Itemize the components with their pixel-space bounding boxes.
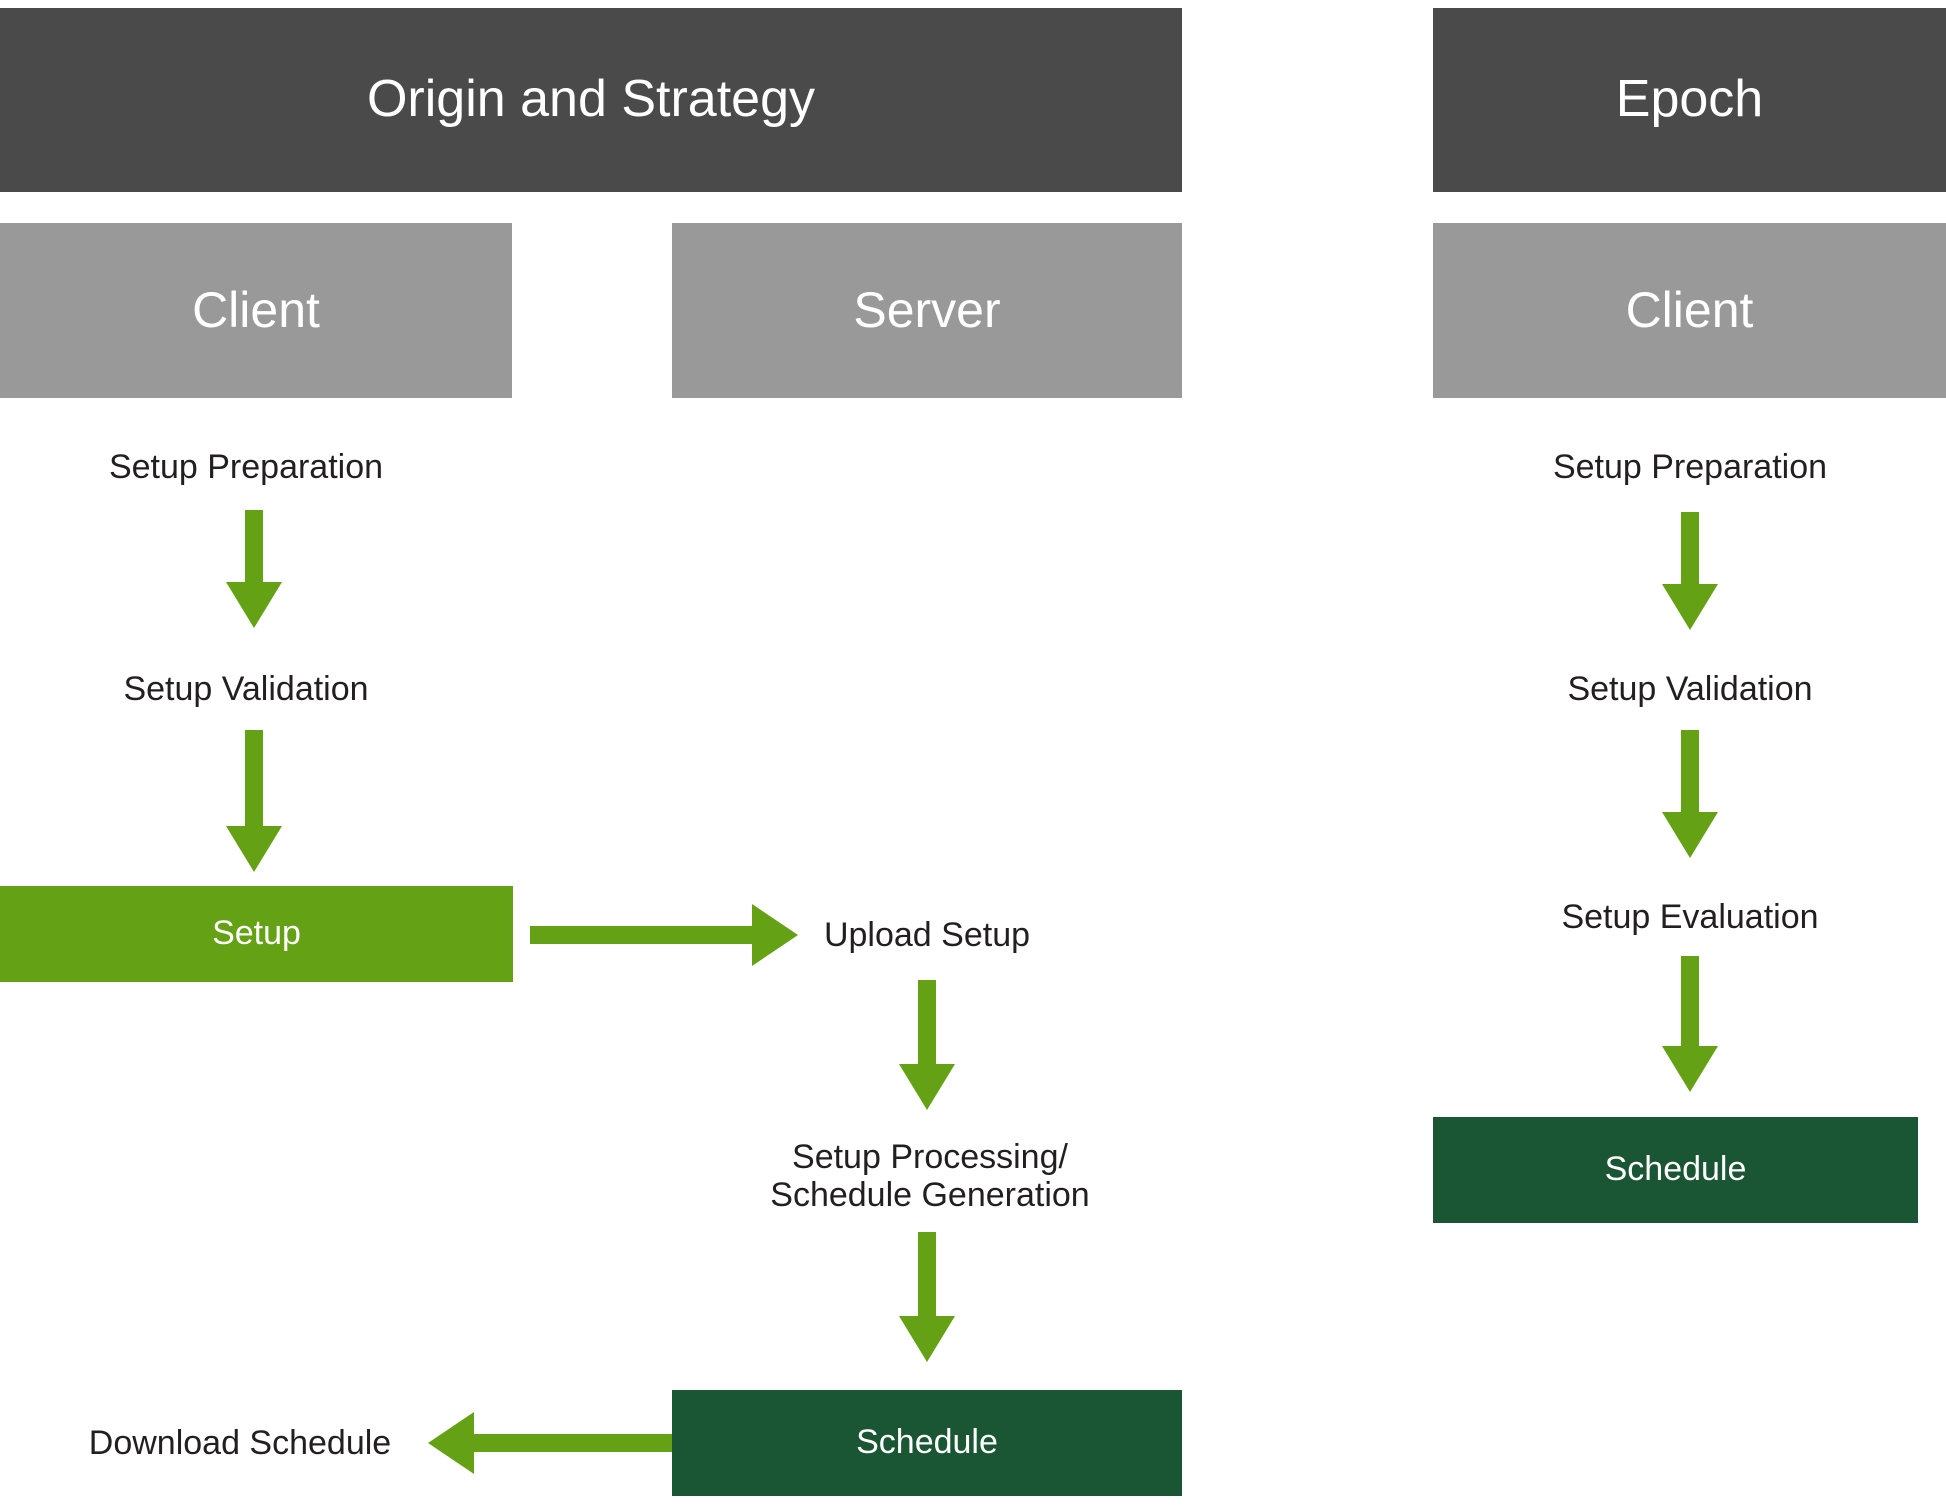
lane-header-server-label: Server [853,282,1001,338]
lane-header-client-left-label: Client [192,282,320,338]
arrow-schedule-to-download [428,1412,672,1474]
lane-header-server: Server [672,223,1182,398]
node-schedule-server-label: Schedule [856,1423,998,1462]
arrow-right-validation-to-evaluation [1662,730,1718,858]
step-upload-setup: Upload Setup [712,912,1142,958]
node-setup[interactable]: Setup [0,886,513,982]
step-setup-validation-left: Setup Validation [36,666,456,712]
panel-header-epoch-label: Epoch [1615,70,1764,129]
arrow-right-prep-to-validation [1662,512,1718,630]
panel-header-origin-and-strategy-label: Origin and Strategy [366,70,816,129]
step-setup-evaluation-label: Setup Evaluation [1561,897,1819,936]
lane-header-client-right: Client [1433,223,1946,398]
arrow-left-validation-to-setup [226,730,282,872]
node-schedule-client[interactable]: Schedule [1433,1117,1918,1223]
step-setup-processing-schedule-generation: Setup Processing/ Schedule Generation [690,1130,1170,1222]
lane-header-client-right-label: Client [1625,282,1754,338]
step-setup-validation-right: Setup Validation [1480,666,1900,712]
step-setup-preparation-left: Setup Preparation [36,444,456,490]
step-setup-preparation-right-label: Setup Preparation [1552,447,1828,486]
step-setup-preparation-left-label: Setup Preparation [108,447,384,486]
arrow-right-evaluation-to-schedule [1662,956,1718,1092]
step-upload-setup-label: Upload Setup [823,915,1031,954]
node-schedule-server[interactable]: Schedule [672,1390,1182,1496]
lane-header-client-left: Client [0,223,512,398]
node-schedule-client-label: Schedule [1604,1150,1747,1189]
step-setup-preparation-right: Setup Preparation [1480,444,1900,490]
arrow-left-prep-to-validation [226,510,282,628]
panel-header-origin-and-strategy: Origin and Strategy [0,8,1182,192]
arrow-processing-to-schedule [899,1232,955,1362]
arrow-upload-to-processing [899,980,955,1110]
step-download-schedule: Download Schedule [60,1420,420,1466]
step-setup-processing-schedule-generation-label: Setup Processing/ Schedule Generation [770,1137,1090,1214]
step-setup-evaluation: Setup Evaluation [1480,894,1900,940]
panel-header-epoch: Epoch [1433,8,1946,192]
arrow-setup-to-upload [530,904,798,966]
step-download-schedule-label: Download Schedule [88,1423,392,1462]
node-setup-label: Setup [212,914,301,953]
step-setup-validation-left-label: Setup Validation [123,669,369,708]
step-setup-validation-right-label: Setup Validation [1567,669,1813,708]
